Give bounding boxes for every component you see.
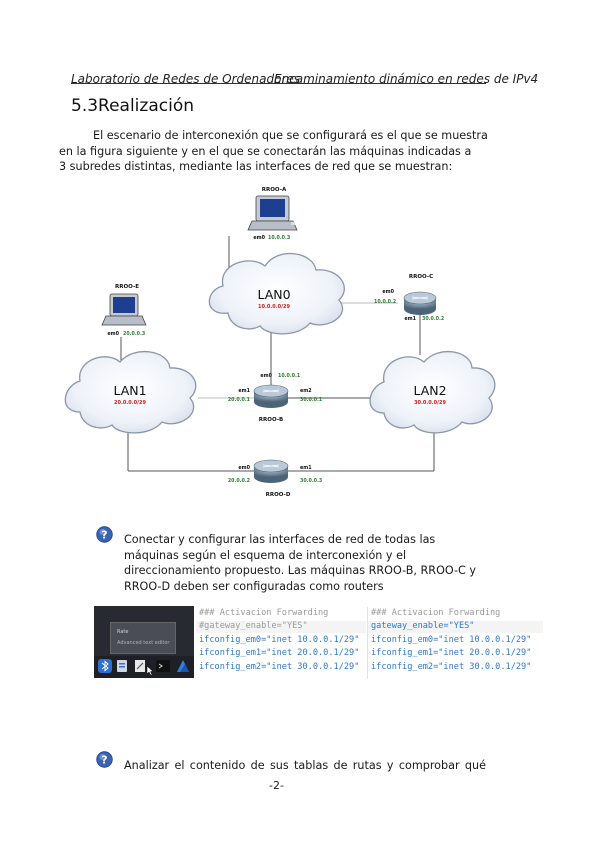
router-c-name: RROO-C bbox=[409, 274, 433, 280]
bluetooth-icon[interactable] bbox=[98, 659, 112, 673]
router-b-em2: em2 bbox=[300, 388, 312, 394]
code-line: ifconfig_em2="inet 30.0.0.1/29" bbox=[371, 661, 532, 672]
bullet1-line: Conectar y configurar las interfaces de … bbox=[124, 533, 436, 546]
router-c-em1-ip: 30.0.0.2 bbox=[422, 316, 444, 322]
taskbar bbox=[94, 656, 194, 678]
router-b-em0: em0 bbox=[260, 373, 272, 379]
file-manager-icon[interactable] bbox=[116, 659, 128, 673]
router-c-em0-ip: 10.0.0.2 bbox=[374, 299, 396, 305]
router-b-em2-ip: 30.0.0.1 bbox=[300, 397, 322, 403]
host-e-iface: em0 bbox=[107, 331, 119, 337]
lan0-name: LAN0 bbox=[257, 287, 290, 302]
context-menu-item[interactable]: Advanced text editor bbox=[117, 640, 170, 646]
code-line: ifconfig_em0="inet 10.0.0.1/29" bbox=[199, 634, 360, 645]
router-b-em0-ip: 10.0.0.1 bbox=[278, 373, 300, 379]
router-d-em1: em1 bbox=[300, 465, 312, 471]
bullet1-line: máquinas según el esquema de interconexi… bbox=[124, 548, 407, 562]
lan1-cloud bbox=[64, 350, 197, 434]
code-line: gateway_enable="YES" bbox=[371, 621, 475, 632]
router-b-icon bbox=[253, 384, 289, 408]
help-icon: ? bbox=[96, 526, 113, 543]
lan1-net: 20.0.0.0/29 bbox=[114, 400, 146, 406]
bullet1-paragraph: Conectar y configurar las interfaces de … bbox=[124, 532, 486, 594]
bullet2-paragraph: Analizar el contenido de sus tablas de r… bbox=[124, 759, 486, 772]
header-right-clip: Encaminamiento dinámico en redes de IPv4 bbox=[274, 68, 538, 86]
router-d-em1-ip: 30.0.0.3 bbox=[300, 478, 322, 484]
router-c-em0: em0 bbox=[382, 289, 394, 295]
host-a-computer-icon bbox=[247, 195, 298, 231]
code-line: ### Activacion Forwarding bbox=[199, 608, 329, 618]
code-line: ifconfig_em0="inet 10.0.0.1/29" bbox=[371, 634, 532, 645]
lan1-name: LAN1 bbox=[113, 383, 146, 398]
lan2-net: 30.0.0.0/29 bbox=[414, 400, 446, 406]
code-line: ifconfig_em1="inet 20.0.0.1/29" bbox=[371, 648, 532, 659]
editor-divider bbox=[367, 607, 368, 679]
code-lines-right: ### Activacion Forwarding gateway_enable… bbox=[371, 607, 531, 674]
header-left-clip: Laboratorio de Redes de Ordenadores bbox=[71, 68, 300, 86]
bullet1-line: RROO-D deben ser configuradas como route… bbox=[124, 579, 384, 593]
header-right: Encaminamiento dinámico en redes de IPv4 bbox=[274, 72, 539, 86]
terminal-icon[interactable] bbox=[156, 659, 170, 673]
host-a-ip: 10.0.0.3 bbox=[268, 235, 290, 241]
header-rule bbox=[71, 83, 486, 84]
app-launcher-icon[interactable] bbox=[176, 659, 190, 673]
code-line: ### Activacion Forwarding bbox=[371, 608, 501, 618]
host-a-iface: em0 bbox=[253, 235, 265, 241]
host-a-name: RROO-A bbox=[262, 187, 287, 193]
router-d-em0: em0 bbox=[238, 465, 250, 471]
page-number: -2- bbox=[269, 779, 284, 792]
svg-text:?: ? bbox=[101, 529, 107, 542]
host-e-computer-icon bbox=[101, 293, 147, 326]
router-b-name: RROO-B bbox=[259, 417, 283, 423]
code-line: ifconfig_em1="inet 20.0.0.1/29" bbox=[199, 648, 360, 659]
intro-line: en la figura siguiente y en el que se co… bbox=[59, 144, 472, 158]
code-lines-left: ### Activacion Forwarding #gateway_enabl… bbox=[199, 607, 359, 674]
router-c-em1: em1 bbox=[404, 316, 416, 322]
router-b-em1: em1 bbox=[238, 388, 250, 394]
section-title: 5.3Realización bbox=[71, 96, 194, 116]
context-menu: Rate Advanced text editor bbox=[110, 622, 176, 654]
desktop-screenshot: Rate Advanced text editor bbox=[94, 606, 194, 678]
lan0-cloud bbox=[208, 252, 345, 335]
code-line: #gateway_enable="YES" bbox=[199, 621, 308, 632]
code-editor-left: ### Activacion Forwarding #gateway_enabl… bbox=[196, 607, 366, 679]
router-c-icon bbox=[403, 291, 437, 315]
current-line-highlight bbox=[196, 621, 366, 633]
router-d-em0-ip: 20.0.0.2 bbox=[228, 478, 250, 484]
intro-paragraph: El escenario de interconexión que se con… bbox=[59, 128, 488, 175]
code-line: ifconfig_em2="inet 30.0.0.1/29" bbox=[199, 661, 360, 672]
svg-text:?: ? bbox=[101, 754, 107, 767]
code-editor-right: ### Activacion Forwarding gateway_enable… bbox=[368, 607, 543, 679]
intro-line: 3 subredes distintas, mediante las inter… bbox=[59, 160, 453, 173]
lan2-cloud bbox=[369, 350, 496, 434]
mouse-cursor-icon bbox=[146, 665, 154, 676]
bullet1-line: direccionamiento propuesto. Las máquinas… bbox=[124, 564, 477, 577]
intro-line: El escenario de interconexión que se con… bbox=[93, 129, 488, 142]
text-editor-icon[interactable] bbox=[134, 659, 146, 673]
current-line-highlight bbox=[368, 621, 543, 633]
help-icon: ? bbox=[96, 751, 113, 768]
router-d-name: RROO-D bbox=[266, 492, 291, 498]
host-e-ip: 20.0.0.3 bbox=[123, 331, 145, 337]
host-e-name: RROO-E bbox=[115, 284, 139, 290]
network-diagram: LAN0 10.0.0.0/29 LAN1 20.0.0.0/29 LAN2 3… bbox=[64, 187, 496, 498]
lan2-name: LAN2 bbox=[413, 383, 446, 398]
lan0-net: 10.0.0.0/29 bbox=[258, 304, 290, 310]
router-d-icon bbox=[253, 459, 289, 483]
context-menu-item[interactable]: Rate bbox=[117, 629, 129, 635]
header-left: Laboratorio de Redes de Ordenadores bbox=[71, 72, 301, 86]
router-b-em1-ip: 20.0.0.1 bbox=[228, 397, 250, 403]
